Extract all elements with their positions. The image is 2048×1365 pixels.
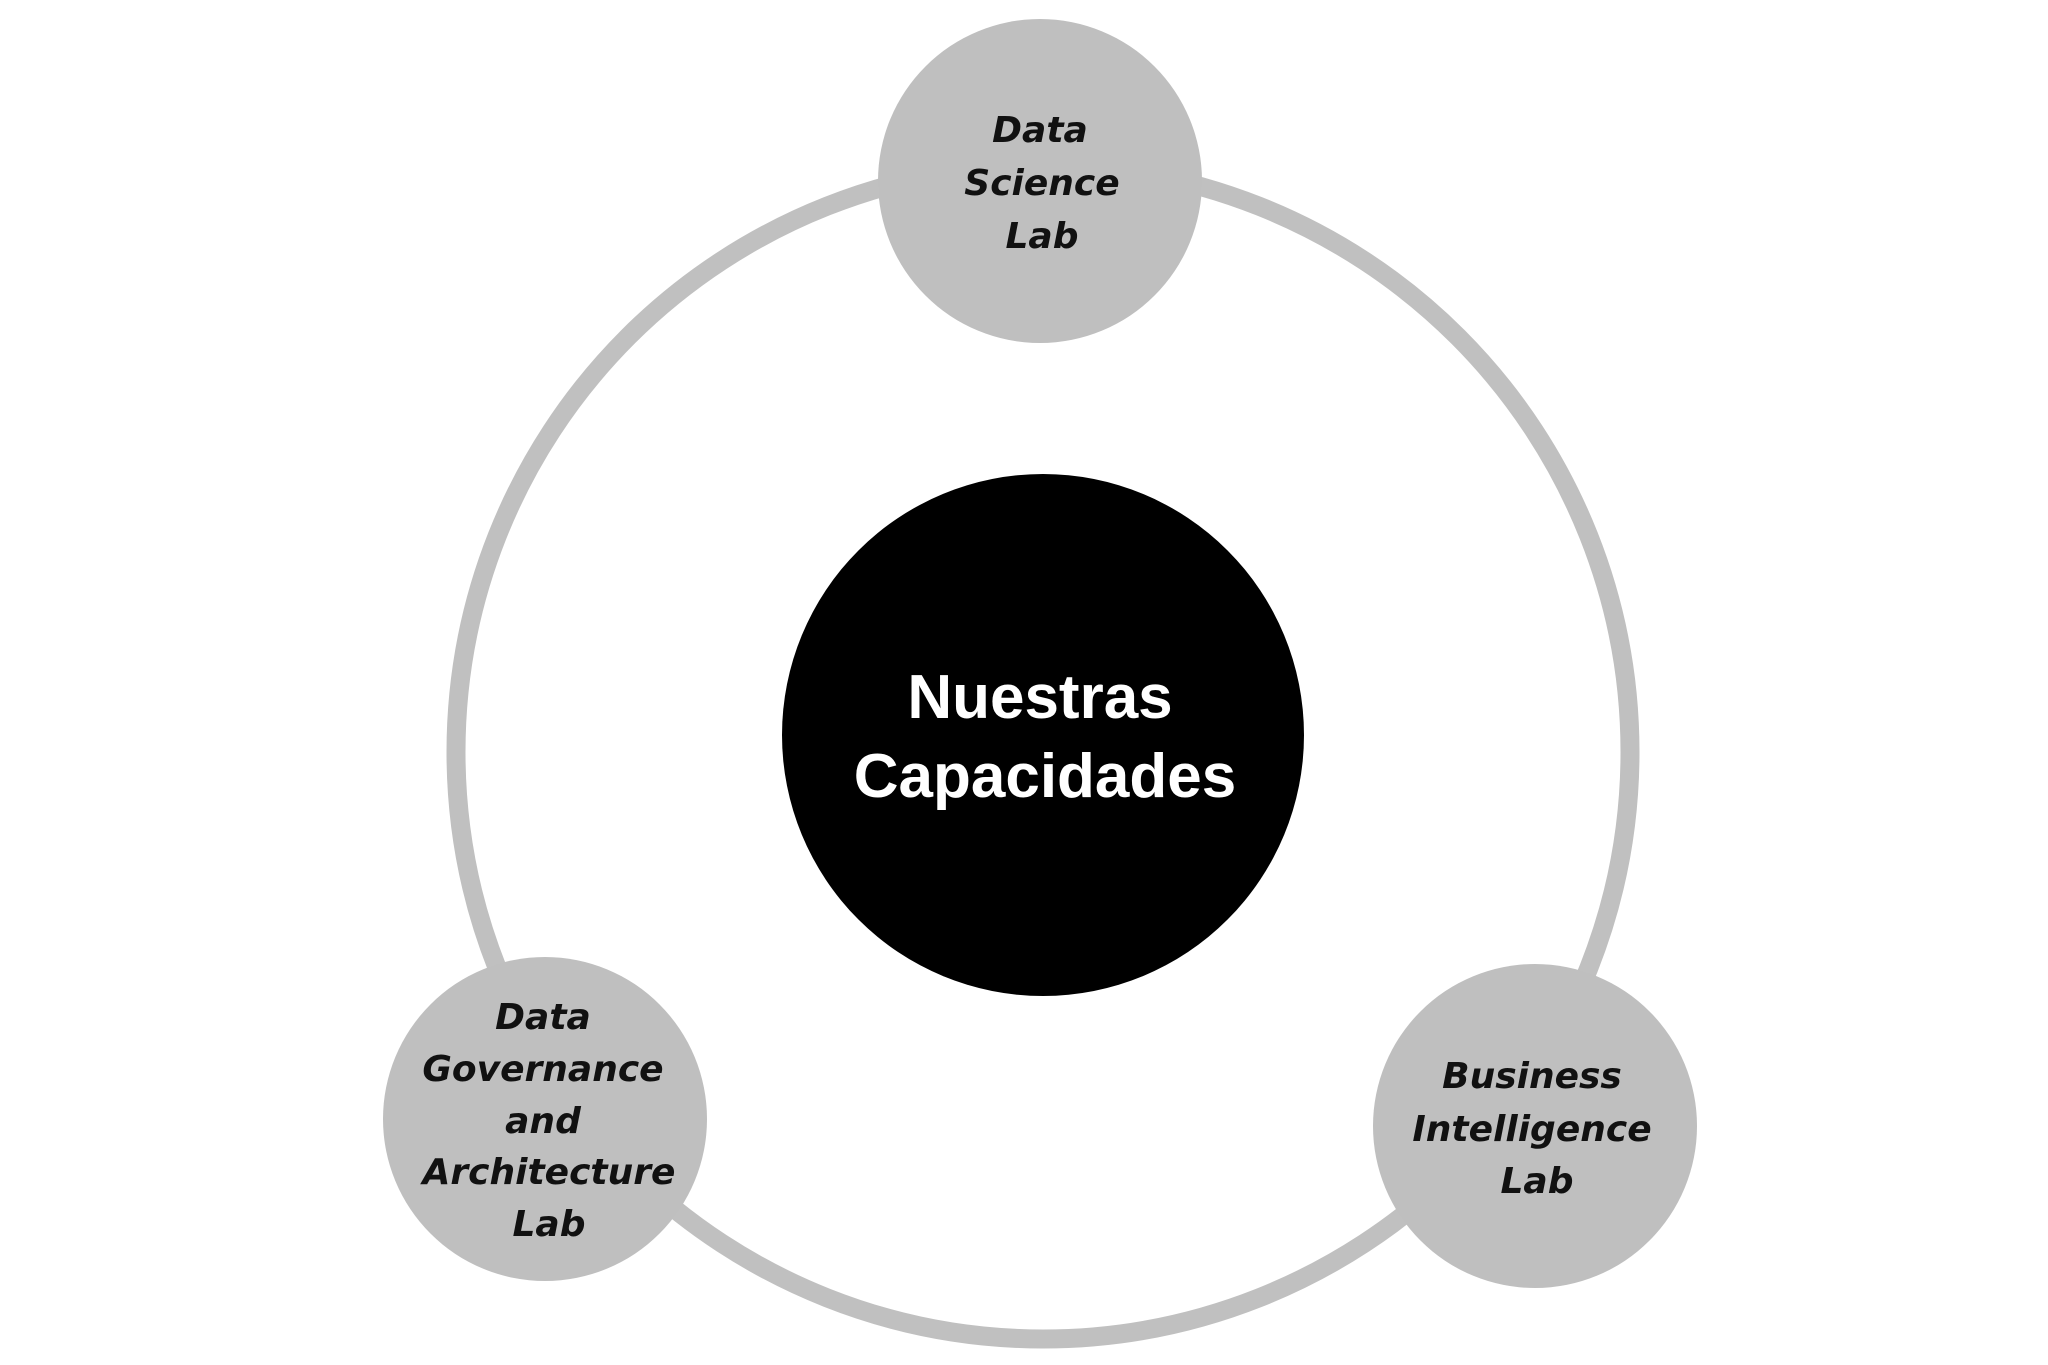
node-label-line: and	[505, 1101, 582, 1142]
node-label-line: Governance	[422, 1049, 663, 1090]
node-business-intelligence-lab: Business Intelligence Lab	[1373, 964, 1697, 1288]
node-label-line: Lab	[512, 1204, 585, 1245]
node-label-line: Lab	[1500, 1161, 1573, 1202]
center-label-line-2: Capacidades	[854, 742, 1237, 811]
node-circle	[383, 957, 707, 1281]
node-circle	[878, 19, 1202, 343]
center-circle: Nuestras Capacidades	[782, 474, 1304, 996]
center-label-line-1: Nuestras	[907, 663, 1172, 732]
center-circle-shape	[782, 474, 1304, 996]
node-label-line: Architecture	[420, 1152, 676, 1193]
node-data-science-lab: Data Science Lab	[878, 19, 1202, 343]
node-label-line: Data	[495, 997, 591, 1038]
node-label-line: Science	[964, 163, 1119, 204]
node-label-line: Business	[1442, 1056, 1622, 1097]
node-circle	[1373, 964, 1697, 1288]
node-data-governance-lab: Data Governance and Architecture Lab	[383, 957, 707, 1281]
node-label-line: Intelligence	[1412, 1109, 1651, 1150]
node-label-line: Lab	[1005, 216, 1078, 257]
node-label-line: Data	[992, 110, 1088, 151]
